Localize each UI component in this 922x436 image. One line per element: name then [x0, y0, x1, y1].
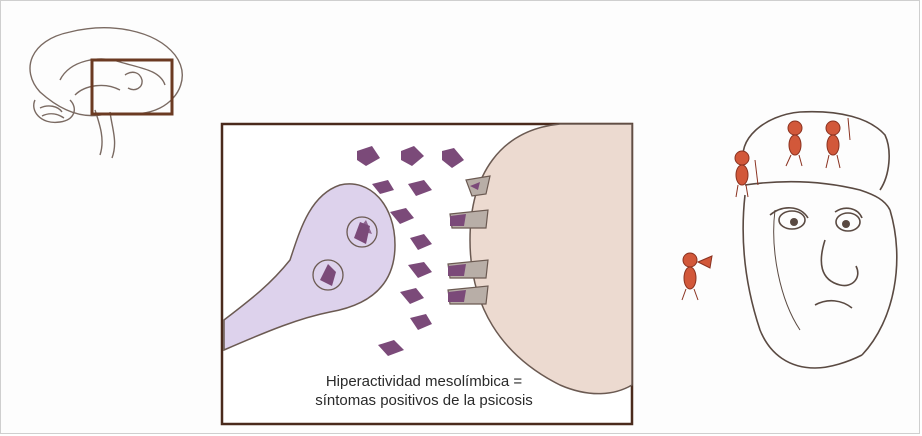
- synaptic-vesicle: [313, 260, 343, 290]
- brain-thumbnail: [30, 28, 182, 158]
- eye-pupil-left: [790, 218, 798, 226]
- head-illustration: [743, 112, 897, 368]
- eye-pupil-right: [842, 220, 850, 228]
- devil-figure: [826, 118, 850, 168]
- devil-figure: [786, 121, 802, 166]
- devil-figure: [735, 151, 758, 197]
- figure-caption: Hiperactividad mesolímbica = síntomas po…: [222, 372, 626, 410]
- caption-line-1: Hiperactividad mesolímbica =: [222, 372, 626, 391]
- caption-line-2: síntomas positivos de la psicosis: [222, 391, 626, 410]
- brain-focus-box: [92, 60, 172, 114]
- synaptic-vesicle: [347, 217, 377, 247]
- devil-figure: [682, 253, 712, 300]
